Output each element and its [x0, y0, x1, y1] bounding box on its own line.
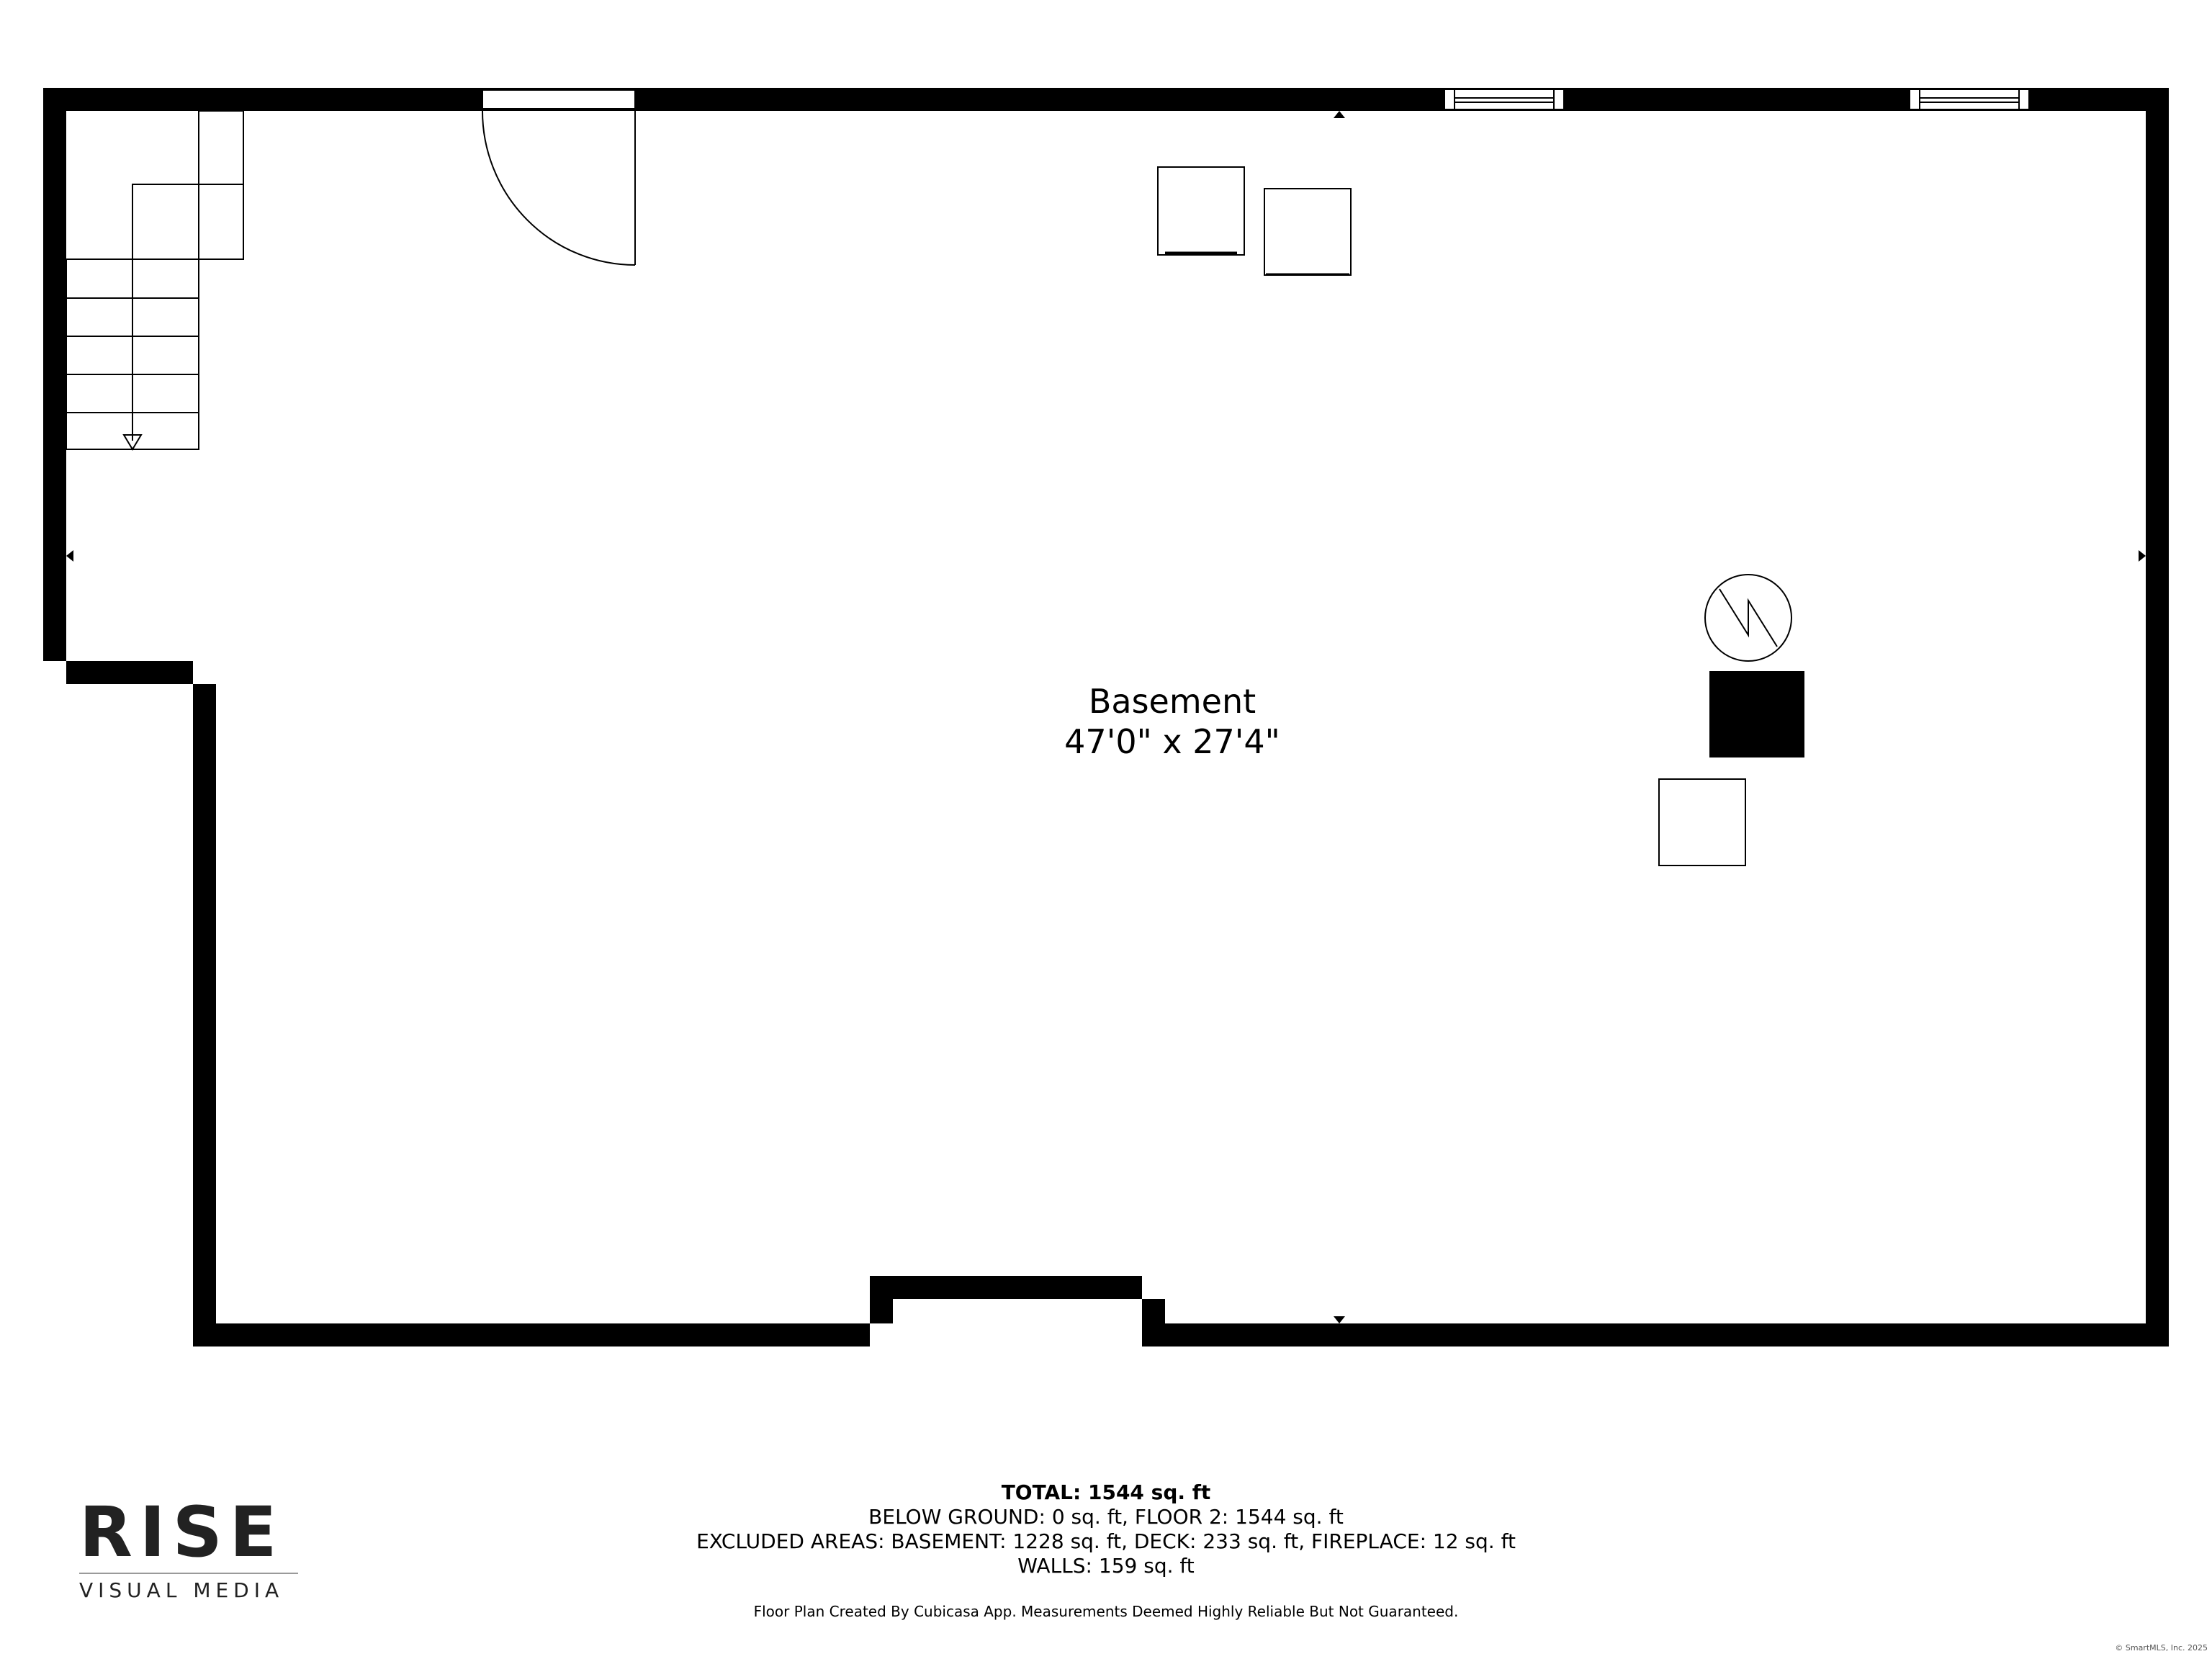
stair-direction-arrow-icon — [122, 434, 143, 451]
excluded-areas: EXCLUDED AREAS: BASEMENT: 1228 sq. ft, D… — [696, 1529, 1516, 1553]
walls-area: WALLS: 159 sq. ft — [1017, 1554, 1195, 1578]
door-opening — [482, 89, 636, 109]
window-2 — [1909, 89, 2030, 110]
appliance-washer — [1157, 166, 1245, 256]
appliance-dryer — [1264, 188, 1352, 276]
total-area: TOTAL: 1544 sq. ft — [1001, 1480, 1211, 1504]
staircase — [66, 110, 244, 450]
logo-divider — [79, 1573, 298, 1574]
wall-marker-left — [66, 550, 73, 562]
room-dimensions: 47'0" x 27'4" — [1064, 722, 1280, 761]
copyright-notice: © SmartMLS, Inc. 2025 — [2115, 1643, 2208, 1653]
window-1 — [1444, 89, 1565, 110]
logo-wordmark: RISE — [79, 1492, 284, 1573]
water-heater-icon — [1704, 574, 1792, 662]
door-swing-arc — [482, 110, 636, 266]
wall-marker-top — [1334, 111, 1345, 118]
wall-marker-bottom — [1334, 1316, 1345, 1323]
area-breakdown: BELOW GROUND: 0 sq. ft, FLOOR 2: 1544 sq… — [868, 1505, 1344, 1529]
logo-subtitle: VISUAL MEDIA — [79, 1578, 284, 1602]
brand-logo: RISE VISUAL MEDIA — [79, 1498, 302, 1602]
wall-marker-right — [2139, 550, 2146, 562]
furnace — [1709, 671, 1804, 757]
room-name: Basement — [1089, 682, 1256, 721]
disclaimer: Floor Plan Created By Cubicasa App. Meas… — [753, 1603, 1459, 1620]
utility-box — [1658, 778, 1746, 866]
